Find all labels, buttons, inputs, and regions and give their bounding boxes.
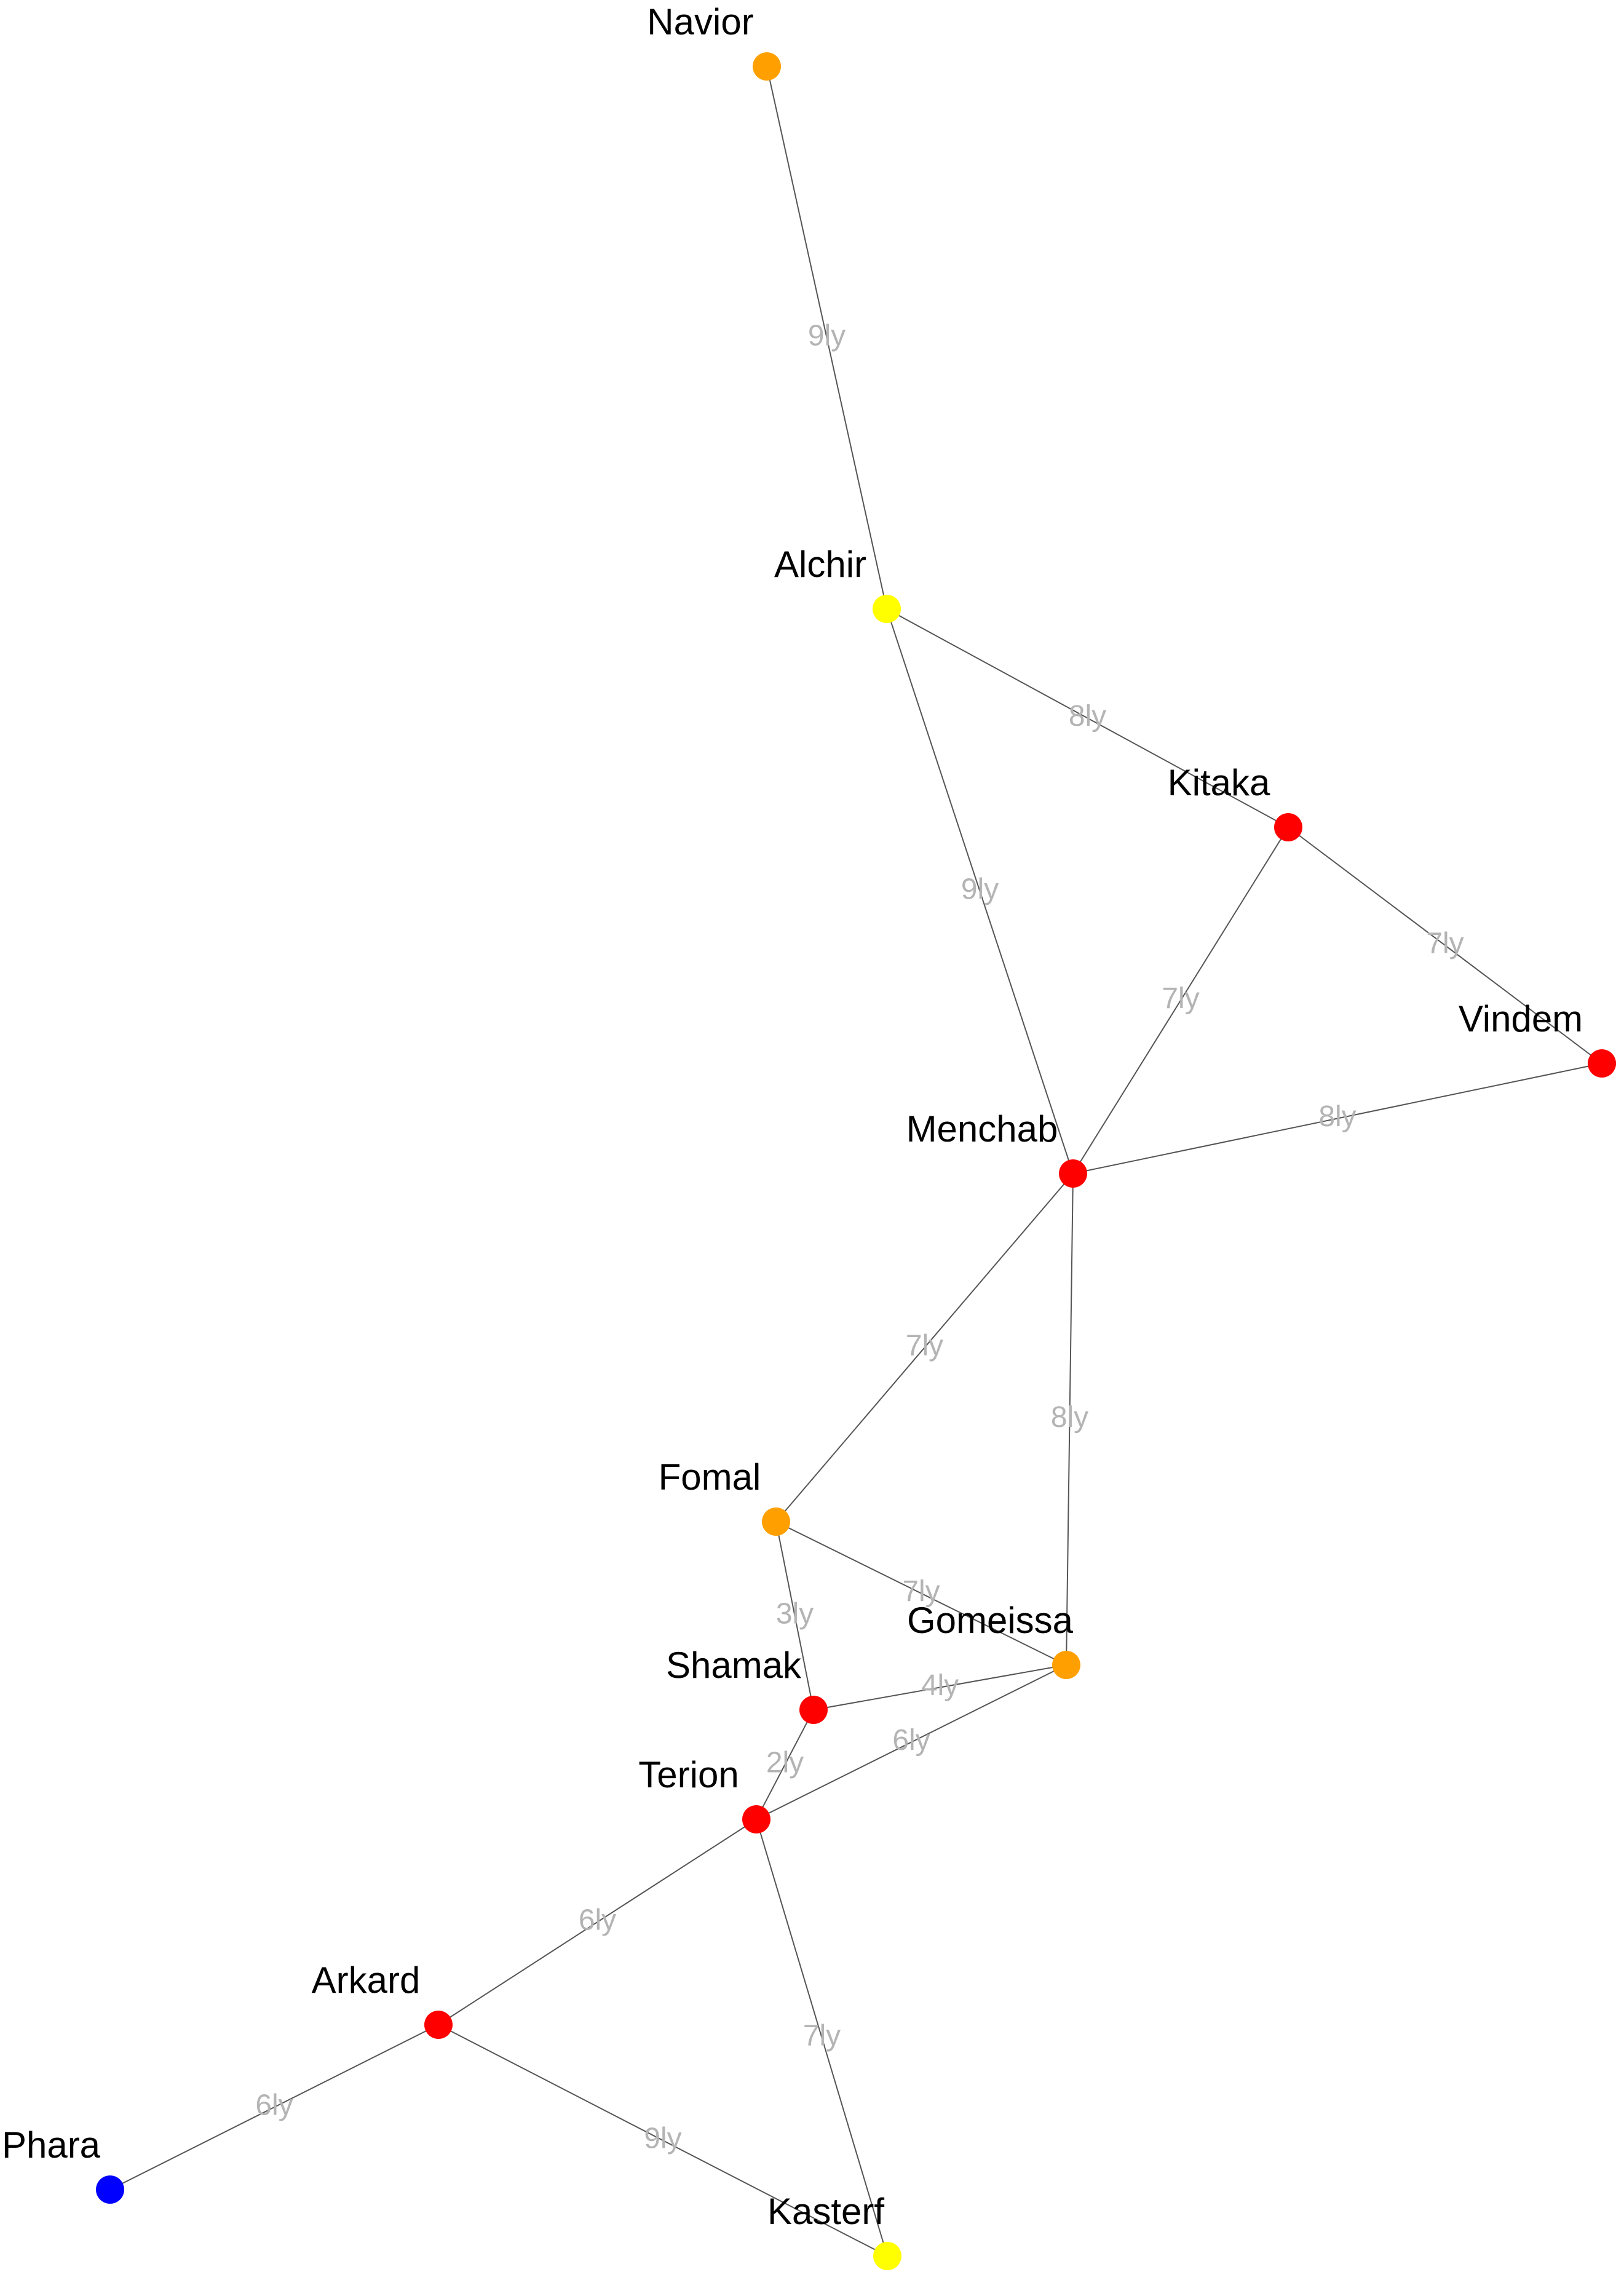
edge-label-arkard-phara: 6ly (255, 2089, 293, 2122)
node-kasterf[interactable] (873, 2242, 901, 2270)
nodes-layer (96, 52, 1616, 2270)
edge-navior-alchir (766, 66, 887, 610)
node-label-vindem: Vindem (1459, 998, 1583, 1039)
edge-label-fomal-shamak: 3ly (776, 1598, 814, 1631)
edge-shamak-terion (756, 1709, 814, 1820)
node-fomal[interactable] (762, 1507, 790, 1536)
edge-label-arkard-kasterf: 9ly (644, 2123, 681, 2155)
node-vindem[interactable] (1588, 1049, 1616, 1078)
edge-kitaka-menchab (1072, 827, 1289, 1174)
node-label-phara: Phara (2, 2124, 101, 2166)
node-label-alchir: Alchir (774, 544, 866, 585)
node-menchab[interactable] (1059, 1159, 1087, 1188)
edge-label-menchab-gomeissa: 8ly (1051, 1401, 1088, 1434)
edge-menchab-vindem (1072, 1063, 1602, 1174)
edge-label-alchir-menchab: 9ly (961, 873, 999, 906)
edge-label-shamak-gomeissa: 4ly (921, 1669, 959, 1702)
edge-label-kitaka-vindem: 7ly (1426, 927, 1464, 960)
edge-alchir-menchab (886, 608, 1074, 1174)
edge-label-navior-alchir: 9ly (808, 320, 846, 352)
edge-fomal-gomeissa (775, 1521, 1067, 1666)
node-label-kasterf: Kasterf (767, 2191, 884, 2232)
node-phara[interactable] (96, 2175, 124, 2204)
edge-label-terion-arkard: 6ly (579, 1904, 616, 1937)
edge-label-terion-kasterf: 7ly (803, 2020, 841, 2052)
node-label-navior: Navior (647, 1, 753, 42)
edge-label-kitaka-menchab: 7ly (1162, 982, 1199, 1015)
node-kitaka[interactable] (1274, 813, 1302, 841)
edges-layer (109, 66, 1602, 2257)
node-label-shamak: Shamak (666, 1645, 802, 1686)
edge-arkard-kasterf (438, 2024, 888, 2257)
edge-terion-gomeissa (756, 1664, 1067, 1820)
edge-kitaka-vindem (1288, 827, 1602, 1064)
node-label-terion: Terion (638, 1754, 739, 1795)
node-terion[interactable] (742, 1805, 770, 1833)
node-arkard[interactable] (424, 2011, 453, 2039)
edge-menchab-fomal (775, 1173, 1074, 1522)
edge-label-fomal-gomeissa: 7ly (902, 1575, 940, 1608)
node-label-gomeissa: Gomeissa (907, 1600, 1074, 1641)
node-navior[interactable] (753, 52, 781, 81)
node-alchir[interactable] (873, 595, 901, 623)
edge-terion-kasterf (756, 1819, 888, 2257)
edge-arkard-phara (109, 2024, 439, 2190)
edge-fomal-shamak (775, 1521, 814, 1710)
edge-terion-arkard (438, 1819, 757, 2025)
edge-label-menchab-fomal: 7ly (906, 1330, 943, 1362)
edge-label-alchir-kitaka: 8ly (1069, 700, 1106, 733)
edge-alchir-kitaka (886, 608, 1289, 828)
edge-label-menchab-vindem: 8ly (1318, 1100, 1356, 1133)
node-label-kitaka: Kitaka (1168, 762, 1270, 803)
edge-label-terion-gomeissa: 6ly (892, 1724, 930, 1757)
edge-shamak-gomeissa (813, 1664, 1067, 1710)
edge-labels-layer: 9ly 8ly 9ly 7ly 7ly 8ly 7ly 8ly 7ly 3ly 4ly 2ly 6ly 6… (255, 320, 1464, 2155)
edge-label-shamak-terion: 2ly (766, 1747, 804, 1779)
edge-menchab-gomeissa (1066, 1173, 1074, 1666)
node-label-fomal: Fomal (659, 1456, 761, 1498)
node-labels-layer: NaviorAlchirKitakaVindemMenchabFomalGome… (2, 1, 1583, 2232)
node-gomeissa[interactable] (1052, 1651, 1080, 1679)
node-label-arkard: Arkard (312, 1960, 421, 2001)
node-label-menchab: Menchab (906, 1108, 1058, 1150)
node-shamak[interactable] (799, 1696, 828, 1724)
